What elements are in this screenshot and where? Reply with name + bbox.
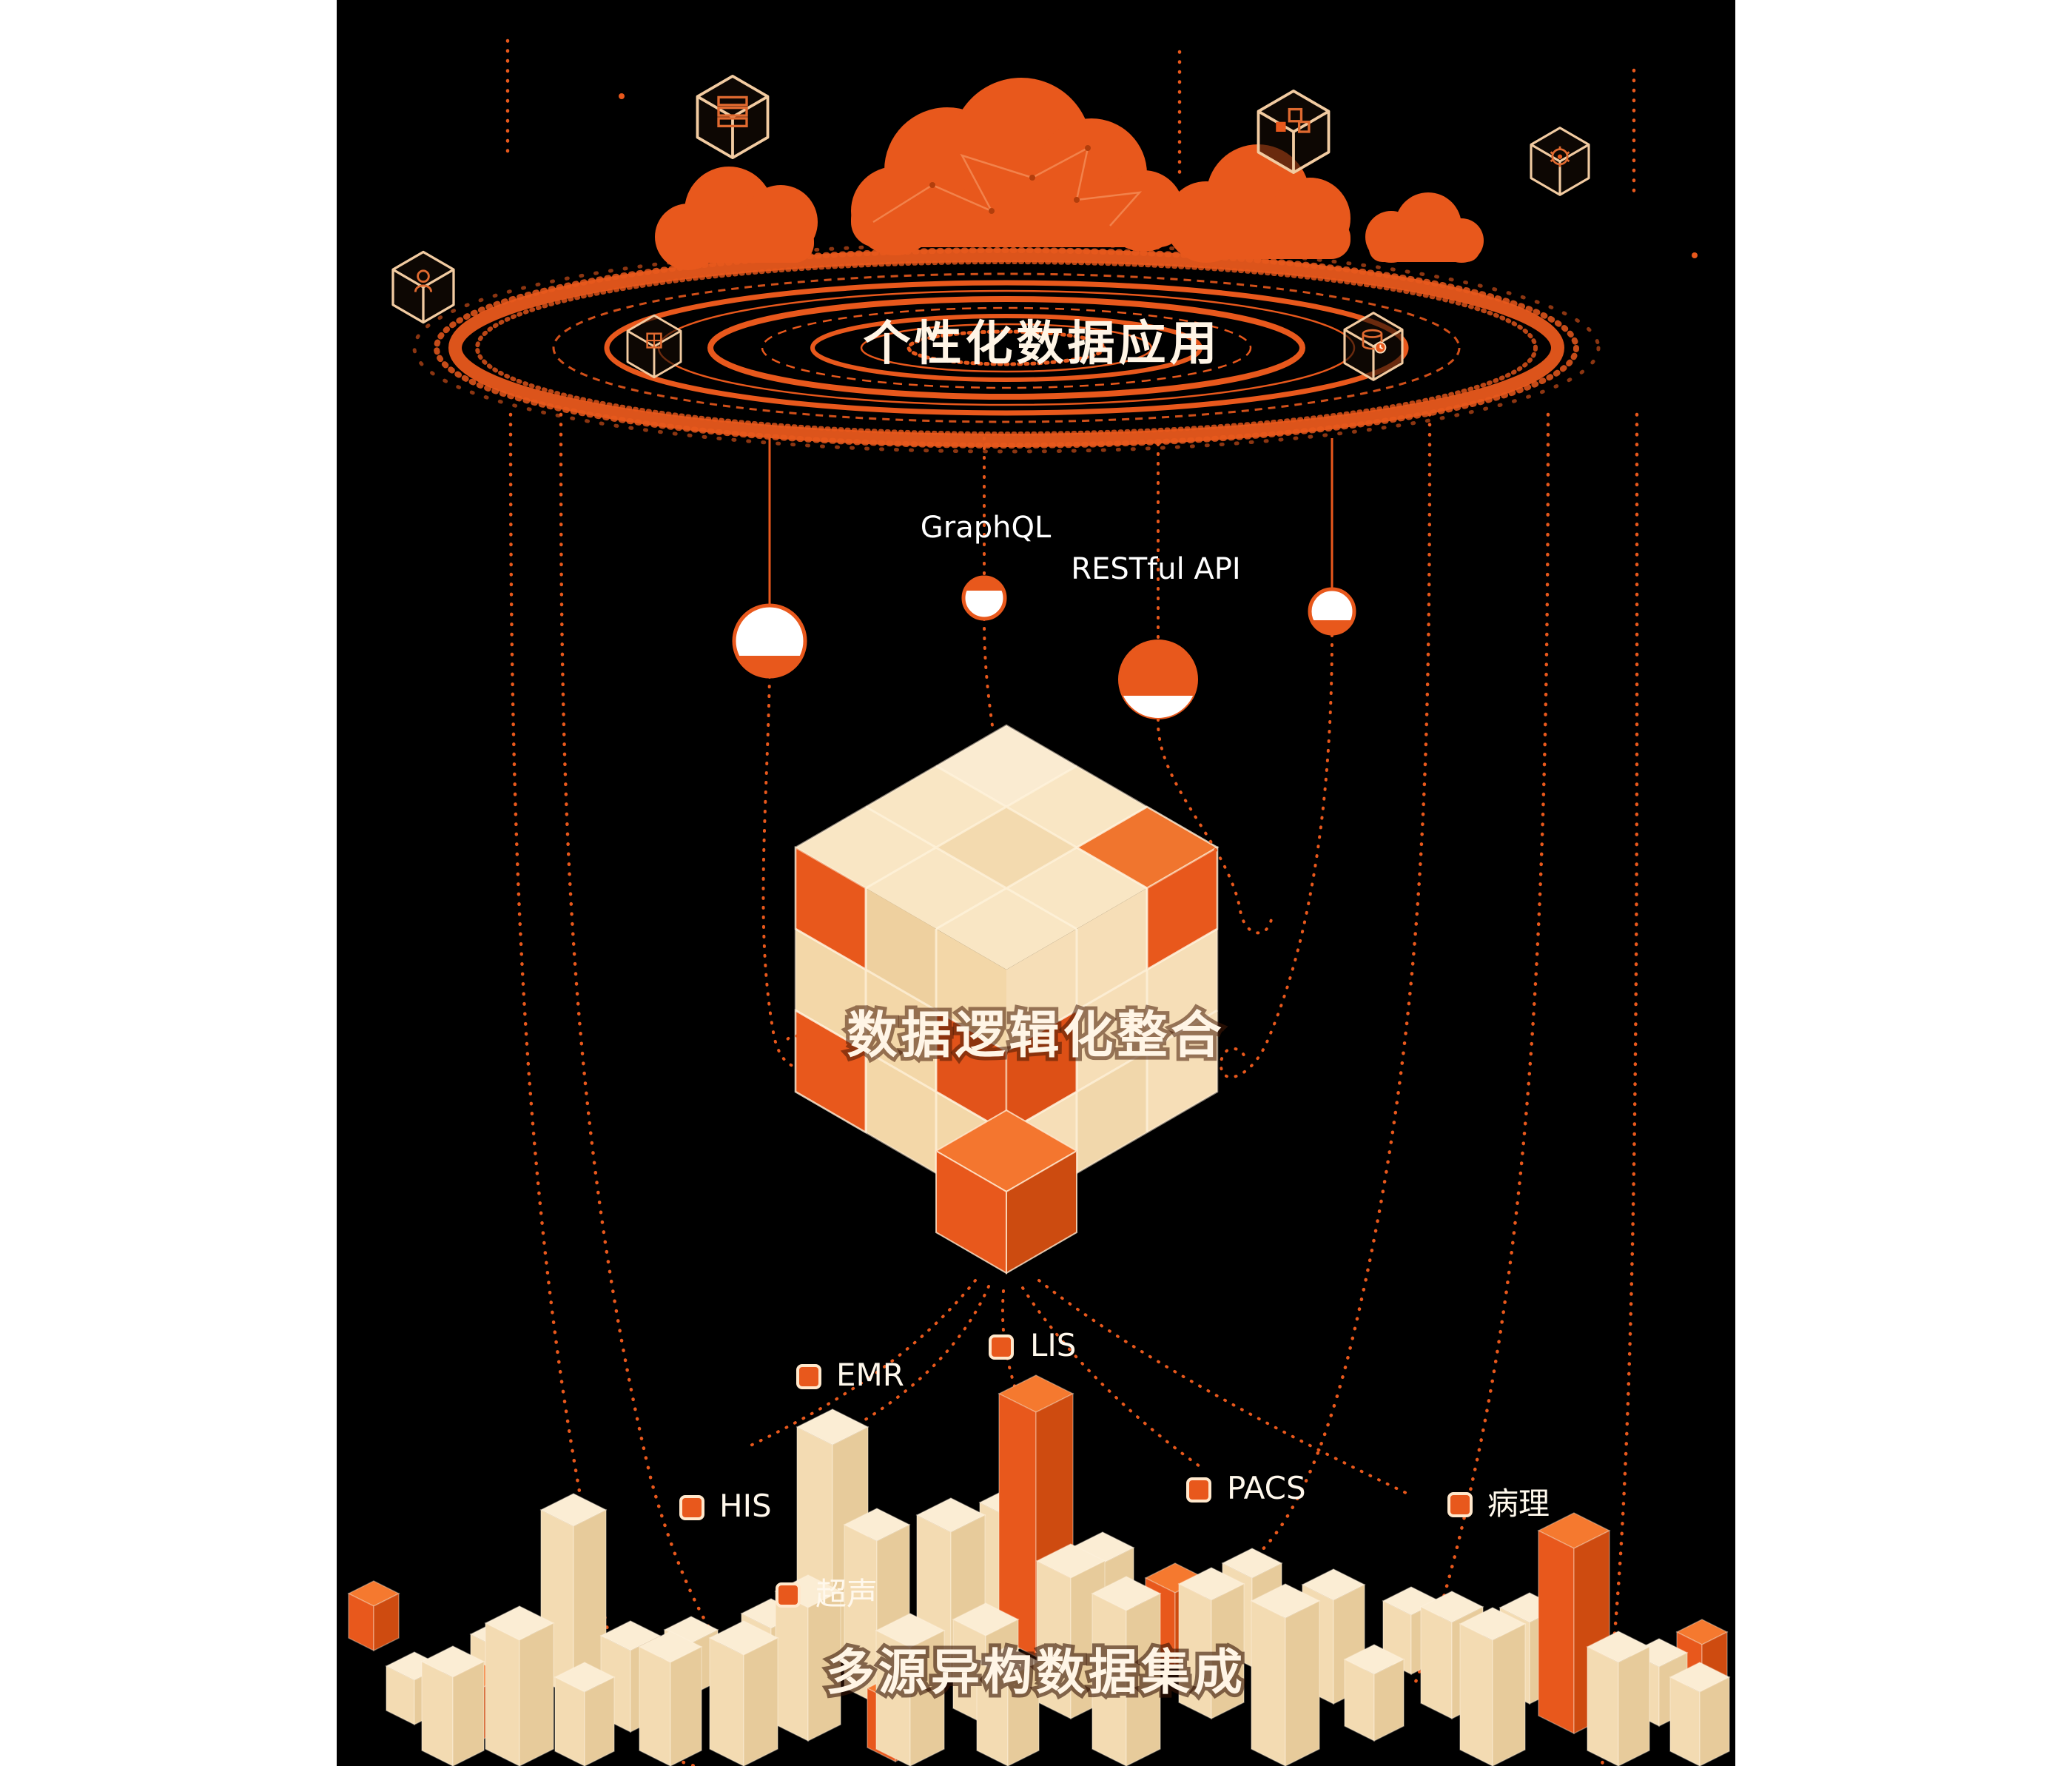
cloud-icon-center	[851, 78, 1184, 255]
iso-bar-face	[1251, 1599, 1286, 1766]
server-cube-icon	[696, 74, 770, 160]
iso-bar-face	[1420, 1605, 1453, 1720]
iso-bar-face	[909, 1629, 945, 1766]
bottom-title: 多源异构数据集成	[826, 1644, 1246, 1701]
cloud-icon-left	[655, 167, 818, 270]
data-cube	[794, 724, 1220, 1275]
database-cube-icon	[1343, 312, 1404, 381]
iso-bar-face	[1285, 1599, 1320, 1766]
pendulum-ball-4-band	[1312, 620, 1352, 633]
iso-bar-face	[1699, 1676, 1730, 1766]
iso-bar-face	[1092, 1592, 1127, 1766]
cube-to-city-links	[744, 1279, 1409, 1495]
iso-bar-face	[875, 1629, 911, 1766]
iso-bar-face	[1669, 1676, 1701, 1766]
cloud-cluster	[655, 78, 1484, 270]
iso-bar-face	[485, 1622, 520, 1766]
source-labels: EMR LIS HIS PACS 病理 超声	[679, 1327, 1550, 1612]
pendulum-ball-1-band	[737, 656, 802, 676]
iso-bar-face	[421, 1660, 454, 1766]
iso-bar-face	[373, 1592, 400, 1652]
iso-bar-face	[743, 1636, 778, 1766]
source-label-ultrasound: 超声	[776, 1576, 878, 1612]
cloud-icon-right	[1166, 144, 1350, 263]
iso-bar-face	[519, 1622, 554, 1766]
source-label-pacs-text: PACS	[1227, 1470, 1306, 1506]
source-label-emr-text: EMR	[836, 1357, 904, 1393]
pendulum-trails	[761, 617, 1333, 1079]
graphql-label: GraphQL	[921, 511, 1052, 545]
source-label-pathology-text: 病理	[1487, 1485, 1550, 1522]
gear-cube-icon	[1530, 127, 1590, 196]
user-cube-icon	[391, 250, 455, 324]
pendulum-ball-2-band	[964, 577, 1004, 591]
source-label-pathology: 病理	[1447, 1485, 1550, 1522]
pendulum-ball-3-band	[1123, 696, 1194, 718]
iso-bar-face	[807, 1590, 841, 1742]
source-label-lis-text: LIS	[1030, 1327, 1076, 1363]
iso-bar-face	[639, 1645, 671, 1766]
iso-bar-face	[1344, 1658, 1375, 1742]
iso-bar-face	[554, 1676, 585, 1766]
modules-cube-icon	[1257, 89, 1331, 175]
source-label-his: HIS	[679, 1488, 772, 1524]
middle-title: 数据逻辑化整合	[847, 1007, 1225, 1065]
iso-bar-face	[1373, 1658, 1405, 1742]
iso-bar-face	[775, 1590, 809, 1742]
iso-bar-face	[1538, 1529, 1575, 1735]
iso-bar-face	[1459, 1622, 1493, 1766]
dotted-decorations	[505, 38, 1698, 258]
cloud-icon-far-right	[1365, 192, 1484, 263]
source-label-lis: LIS	[989, 1327, 1076, 1363]
source-label-pacs: PACS	[1186, 1470, 1306, 1506]
city-bars	[347, 1374, 1731, 1766]
package-cube-icon	[626, 314, 682, 379]
cloud-mesh-dots	[929, 145, 1091, 214]
iso-bar-face	[709, 1636, 744, 1766]
cube-front-mini	[935, 1109, 1078, 1275]
iso-bar-face	[1007, 1660, 1040, 1766]
iso-bar-face	[1126, 1592, 1161, 1766]
iso-bar-face	[584, 1676, 615, 1766]
source-label-his-text: HIS	[719, 1488, 772, 1524]
iso-bar-face	[1587, 1645, 1619, 1766]
top-title: 个性化数据应用	[864, 317, 1221, 372]
source-label-emr: EMR	[796, 1357, 904, 1393]
iso-bar-face	[452, 1660, 485, 1766]
iso-bar-face	[670, 1645, 702, 1766]
iso-bar-face	[1211, 1582, 1245, 1720]
restful-api-label: RESTful API	[1071, 552, 1240, 586]
iso-bar-face	[976, 1660, 1009, 1766]
iso-bar-face	[1618, 1645, 1650, 1766]
iso-bar-face	[1492, 1622, 1526, 1766]
floating-icons	[391, 74, 1590, 381]
source-label-ultrasound-text: 超声	[815, 1576, 878, 1612]
